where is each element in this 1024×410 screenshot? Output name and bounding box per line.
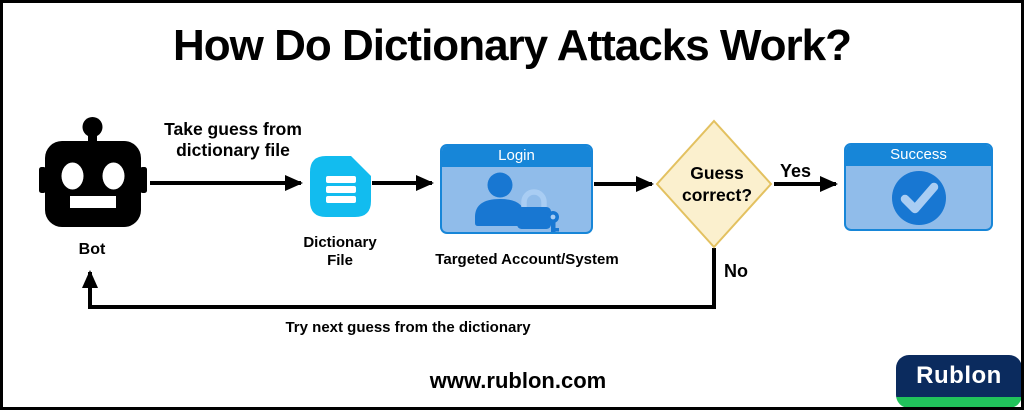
document-text-line <box>326 196 356 203</box>
rublon-logo: Rublon <box>896 355 1021 407</box>
success-box-header: Success <box>846 145 991 166</box>
no-label: No <box>724 261 748 281</box>
rublon-logo-green-bar <box>896 397 1021 407</box>
success-box: Success <box>844 143 993 231</box>
bot-head <box>45 141 141 227</box>
bot-mouth <box>70 196 116 208</box>
dictionary-file-label: Dictionary File <box>290 234 390 270</box>
take-guess-label: Take guess from dictionary file <box>138 119 328 161</box>
lock-body <box>516 206 551 229</box>
page-title: How Do Dictionary Attacks Work? <box>172 21 852 70</box>
success-box-body <box>846 166 991 229</box>
loop-label: Try next guess from the dictionary <box>285 319 531 336</box>
decision-line2: correct? <box>681 185 753 205</box>
arrow-no-loop-back-to-bot <box>82 248 716 309</box>
document-text-line <box>326 186 356 193</box>
dictionary-file-icon <box>310 156 371 217</box>
bot-label: Bot <box>78 241 106 258</box>
take-guess-line1: Take guess from <box>164 119 302 139</box>
dictionary-label-line1: Dictionary <box>303 234 377 251</box>
take-guess-line2: dictionary file <box>176 140 290 160</box>
bot-eye-right <box>102 162 125 190</box>
decision-diamond <box>655 119 773 249</box>
login-box: Login <box>440 144 593 234</box>
key-hole <box>550 214 555 219</box>
login-box-body <box>442 167 591 232</box>
key-stem <box>550 219 555 232</box>
bot-icon <box>39 117 147 227</box>
checkmark <box>900 182 938 213</box>
user-shoulders <box>474 198 525 226</box>
targeted-account-label: Targeted Account/System <box>435 251 619 268</box>
decision-line1: Guess <box>690 163 744 183</box>
dictionary-label-line2: File <box>327 252 353 269</box>
document-text-line <box>326 176 356 183</box>
login-box-header: Login <box>442 146 591 167</box>
website-text: www.rublon.com <box>429 368 607 393</box>
bot-antenna-ball <box>82 117 103 137</box>
rublon-logo-text: Rublon <box>896 355 1021 397</box>
bot-ear-right <box>140 167 147 193</box>
lock-shackle <box>520 188 547 209</box>
user-with-lock-icon <box>474 172 559 232</box>
bot-eye-left <box>61 162 84 190</box>
yes-label: Yes <box>780 161 812 181</box>
user-head <box>487 172 512 197</box>
decision-label: Guess correct? <box>663 162 771 206</box>
checkmark-circle-icon <box>891 170 946 225</box>
bot-ear-left <box>39 167 46 193</box>
key-tooth <box>554 227 559 231</box>
